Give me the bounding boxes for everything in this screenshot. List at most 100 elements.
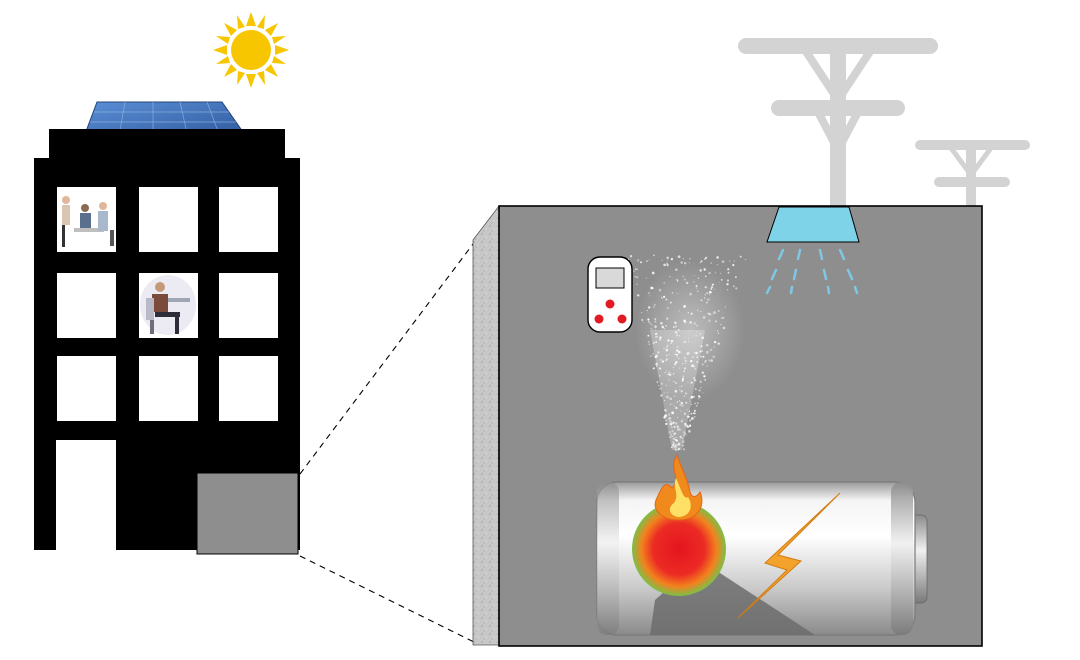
gas-particle <box>693 322 697 325</box>
gas-particle <box>706 292 709 295</box>
gas-particle <box>660 358 662 361</box>
gas-particle <box>695 334 698 337</box>
gas-particle <box>688 262 690 264</box>
gas-particle <box>660 394 663 397</box>
gas-particle <box>667 339 670 342</box>
gas-particle <box>697 309 699 311</box>
gas-particle <box>708 312 712 316</box>
gas-particle <box>692 395 695 399</box>
gas-particle <box>634 275 636 278</box>
gas-particle <box>671 411 674 415</box>
gas-particle <box>705 256 708 259</box>
gas-particle <box>641 319 644 322</box>
gas-particle <box>704 379 707 381</box>
gas-particle <box>681 419 684 421</box>
gas-particle <box>675 268 678 271</box>
gas-particle <box>677 255 681 259</box>
gas-particle <box>697 277 700 279</box>
gas-particle <box>680 390 683 393</box>
gas-particle <box>647 320 650 323</box>
gas-particle <box>663 282 665 284</box>
gas-particle <box>674 321 677 324</box>
gas-particle <box>680 401 684 405</box>
gas-particle <box>649 295 651 297</box>
gas-particle <box>676 334 678 336</box>
gas-particle <box>700 387 702 389</box>
gas-particle <box>700 350 702 353</box>
gas-particle <box>664 371 666 374</box>
gas-particle <box>674 444 678 447</box>
lightning-icon <box>737 492 841 619</box>
gas-particle <box>636 294 640 297</box>
gas-particle <box>675 331 678 334</box>
gas-particle <box>732 285 735 287</box>
gas-particle <box>706 301 708 304</box>
gas-particle <box>694 402 697 405</box>
gas-particle <box>698 389 701 392</box>
gas-particle <box>668 417 672 420</box>
gas-particle <box>665 325 667 327</box>
gas-particle <box>674 446 678 449</box>
gas-particle <box>652 367 655 370</box>
gas-particle <box>677 346 679 348</box>
gas-particle <box>689 321 692 324</box>
gas-particle <box>684 432 687 435</box>
gas-particle <box>688 413 690 415</box>
gas-particle <box>720 279 723 281</box>
gas-particle <box>689 257 691 260</box>
gas-particle <box>666 395 669 399</box>
battery-icon <box>596 481 928 636</box>
gas-particle <box>652 342 655 345</box>
gas-particle <box>640 311 643 314</box>
gas-particle <box>716 264 718 266</box>
gas-particle <box>674 389 678 393</box>
gas-particle <box>708 359 711 362</box>
gas-particle <box>744 258 747 261</box>
gas-particle <box>707 298 710 301</box>
gas-particle <box>654 328 657 330</box>
gas-particle <box>656 381 659 383</box>
gas-particle <box>653 254 655 257</box>
gas-particle <box>674 325 678 328</box>
gas-particle <box>684 422 687 425</box>
gas-particle <box>678 400 681 402</box>
gas-particle <box>676 353 678 356</box>
gas-particle <box>672 444 675 447</box>
gas-particle <box>663 399 666 402</box>
gas-particle <box>674 363 676 366</box>
gas-particle <box>687 312 689 314</box>
gas-particle <box>678 335 680 337</box>
gas-particle <box>673 380 675 382</box>
gas-particle <box>673 448 675 450</box>
gas-particle <box>703 375 706 378</box>
gas-particle <box>739 255 742 258</box>
gas-particle <box>658 288 662 292</box>
gas-particle <box>636 268 639 270</box>
gas-particle <box>701 336 705 340</box>
gas-particle <box>669 436 672 438</box>
gas-particle <box>691 364 694 368</box>
gas-particle <box>708 290 712 294</box>
gas-particle <box>668 373 672 377</box>
gas-particle <box>711 283 714 286</box>
gas-particle <box>696 287 698 289</box>
gas-particle <box>677 447 681 451</box>
gas-particle <box>678 428 680 430</box>
gas-particle <box>710 262 712 264</box>
gas-particle <box>682 375 685 378</box>
gas-particle <box>691 356 694 359</box>
gas-particle <box>668 431 671 434</box>
gas-particle <box>672 372 675 375</box>
gas-particle <box>648 292 650 294</box>
gas-particle <box>674 353 677 356</box>
gas-particle <box>715 320 717 322</box>
gas-particle <box>671 435 673 437</box>
gas-particle <box>727 271 730 274</box>
gas-particle <box>677 442 680 445</box>
gas-particle <box>670 433 672 435</box>
gas-particle <box>684 412 686 415</box>
gas-particle <box>650 327 652 330</box>
gas-particle <box>695 404 698 407</box>
gas-particle <box>650 355 652 357</box>
gas-particle <box>704 294 706 296</box>
